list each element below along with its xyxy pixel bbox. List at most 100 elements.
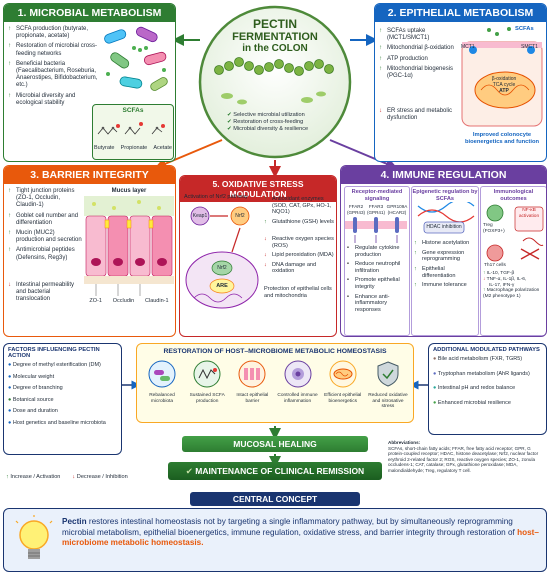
list-item: Epithelial differentiation (414, 266, 476, 279)
gpr109a-label: GPR109A (HCAR2) (386, 204, 408, 215)
list-item: SCFAs uptake (MCT1/SMCT1) (379, 28, 457, 42)
receptor-title: Receptor-mediated signaling (351, 189, 403, 202)
concept-highlight: host–microbiome metabolic homeostasis. (62, 527, 539, 548)
panel-barrier-integrity: 3. BARRIER INTEGRITY Tight junction prot… (3, 165, 176, 337)
concept-body: restores intestinal homeostasis not by t… (62, 517, 518, 537)
scfa-box: SCFAs Butyrate Propionate Acetate (92, 104, 174, 160)
list-item: Gene expression reprogramming (414, 250, 476, 263)
macrophage-polarization: ↑ Macrophage polarization (M2 phenotype … (483, 288, 540, 300)
scfa-diagram-label: SCFAs (515, 26, 534, 32)
factor-item: ● Host genetics and baseline microbiota (8, 419, 106, 426)
pro-inflammatory-cytokines-2: IL-17, IFN-γ (489, 282, 515, 288)
remission-banner: ✔ MAINTENANCE OF CLINICAL REMISSION (168, 462, 382, 480)
icon-label: Efficient epithelial bioenergetics (324, 393, 362, 404)
legend-increase: ↑ Increase / Activation (6, 474, 61, 480)
abbr-title: Abbreviations: (388, 440, 421, 445)
hdac-label: HDAC inhibition (426, 224, 462, 230)
anti-inflammatory-cytokines: ↑ IL-10, TGF-β (483, 271, 515, 276)
epithelial-down-list: ER stress and metabolic dysfunction (379, 108, 457, 125)
restoration-title: RESTORATION OF HOST–MICROBIOME METABOLIC… (163, 348, 387, 355)
outcomes-title: Immunological outcomes (493, 189, 534, 202)
butyrate-label: Butyrate (94, 145, 115, 151)
epigenetic-column: Epigenetic regulation by SCFAs HDAC inhi… (411, 186, 479, 336)
factor-item: ● Dose and duration (8, 408, 58, 414)
claudin-label: Claudin-1 (145, 298, 169, 304)
acetate-label: Acetate (153, 145, 172, 151)
panel-title: 1. MICROBIAL METABOLISM (4, 4, 175, 22)
restoration-icons: Rebalanced microbiota Sustained SCFA pro… (140, 360, 410, 410)
epithelium-illustration (84, 196, 174, 296)
icon-cell: Rebalanced microbiota (140, 360, 184, 410)
list-item: Promote epithelial integrity (347, 277, 407, 290)
panel-factors: FACTORS INFLUENCING PECTIN ACTION ● Degr… (3, 343, 122, 455)
smct1-label: SMCT1 (521, 44, 538, 50)
icon-cell: Reduced oxidative and nitrosative stress (366, 360, 410, 410)
list-item: Goblet cell number and differentiation (8, 213, 84, 227)
mct1-label: MCT1 (461, 44, 475, 50)
scfa-molecules (97, 122, 165, 135)
central-concept-title: CENTRAL CONCEPT (190, 492, 360, 506)
icon-cell: Efficient epithelial bioenergetics (321, 360, 365, 410)
additional-list: ● Bile acid metabolism (FXR, TGR5) ● Try… (429, 356, 546, 406)
panel-restoration: RESTORATION OF HOST–MICROBIOME METABOLIC… (136, 343, 414, 423)
epigenetic-effects: Histone acetylation Gene expression repr… (414, 240, 476, 289)
list-item: Intestinal permeability and bacterial tr… (8, 282, 84, 304)
epithelial-list: SCFAs uptake (MCT1/SMCT1) Mitochondrial … (379, 28, 457, 83)
list-item: Reactive oxygen species (ROS) (264, 236, 334, 249)
list-item: Microbial diversity and ecological stabi… (8, 93, 100, 107)
additional-item: ● Enhanced microbial resilience (433, 399, 511, 406)
mucosal-label: MUCOSAL HEALING (233, 439, 317, 449)
list-item: SCFA production (butyrate, propionate, a… (8, 26, 100, 40)
factor-item: ● Degree of branching (8, 385, 63, 391)
concept-title: CENTRAL CONCEPT (232, 494, 318, 504)
oxidative-down-list: Reactive oxygen species (ROS) Lipid pero… (264, 236, 334, 278)
icon-label: Sustained SCFA production (189, 393, 225, 404)
panel-additional-pathways: ADDITIONAL MODULATED PATHWAYS ● Bile aci… (428, 343, 547, 435)
remission-label: MAINTENANCE OF CLINICAL REMISSION (195, 466, 365, 476)
additional-item: ● Tryptophan metabolism (AhR ligands) (433, 370, 530, 377)
center-title: PECTIN FERMENTATION in the COLON (207, 18, 343, 55)
receptor-illustration (345, 217, 407, 243)
list-item: Histone acetylation (414, 240, 476, 247)
center-bullet: ✔ Selective microbial utilization (227, 112, 305, 118)
immune-icon (284, 360, 312, 388)
factors-list: ● Degree of methyl esterification (DM) ●… (4, 362, 121, 426)
title-fermentation: FERMENTATION (232, 31, 318, 43)
list-item: Mitochondrial β-oxidation (379, 45, 457, 52)
receptor-labels: FFAR2 (GPR43) FFAR3 (GPR41) GPR109A (HCA… (346, 204, 408, 215)
keap1-label: Keap1 (192, 213, 208, 219)
barrier-icon (238, 360, 266, 388)
factor-item: ● Botanical source (8, 396, 54, 403)
panel-microbial-metabolism: 1. MICROBIAL METABOLISM SCFA production … (3, 3, 176, 162)
concept-lead: Pectin (62, 517, 87, 526)
microbial-list: SCFA production (butyrate, propionate, a… (8, 26, 100, 110)
center-bullets: ✔ Selective microbial utilization ✔ Rest… (227, 112, 337, 133)
shield-icon (377, 361, 399, 387)
panel-title: 4. IMMUNE REGULATION (341, 166, 546, 184)
epigenetic-title: Epigenetic regulation by SCFAs (412, 189, 478, 202)
lightbulb-icon (15, 515, 53, 559)
ffar2-label: FFAR2 (GPR43) (346, 204, 366, 215)
immune-cells-illustration (486, 204, 544, 262)
mitochondria-icon (329, 360, 357, 388)
icon-label: Reduced oxidative and nitrosative stress (368, 393, 408, 410)
list-item: Enhance anti-inflammatory responses (347, 294, 407, 314)
cytokines-list: ↑ IL-10, TGF-β ↓ TNF-α, IL-1β, IL-6, IL-… (483, 271, 545, 300)
receptor-column: Receptor-mediated signaling FFAR2 (GPR43… (344, 186, 410, 336)
scfa-icon (193, 360, 221, 388)
list-item: Lipid peroxidation (MDA) (264, 252, 334, 259)
nrf2-nucleus-label: Nrf2 (217, 265, 227, 271)
list-item: ATP production (379, 56, 457, 63)
mucosal-healing-banner: MUCOSAL HEALING (182, 436, 368, 452)
list-item: ER stress and metabolic dysfunction (379, 108, 457, 122)
epithelial-caption: Improved colonocyte bioenergetics and fu… (464, 132, 540, 145)
barrier-down-list: Intestinal permeability and bacterial tr… (8, 282, 84, 307)
center-bullet: ✔ Restoration of cross-feeding (227, 119, 304, 125)
th17-label: Th17 cells (484, 263, 506, 268)
protection-text: Protection of epithelial cells and mitoc… (264, 286, 332, 299)
panel-oxidative-stress: 5. OXIDATIVE STRESS MODULATION Activatio… (179, 175, 337, 337)
icon-label: Rebalanced microbiota (149, 393, 175, 404)
nrf2-activation-label: Activation of Nrf2 pathway (184, 194, 248, 200)
panel-central-concept: Pectin restores intestinal homeostasis n… (3, 508, 547, 572)
icon-label: Intact epithelial barrier (236, 393, 269, 404)
